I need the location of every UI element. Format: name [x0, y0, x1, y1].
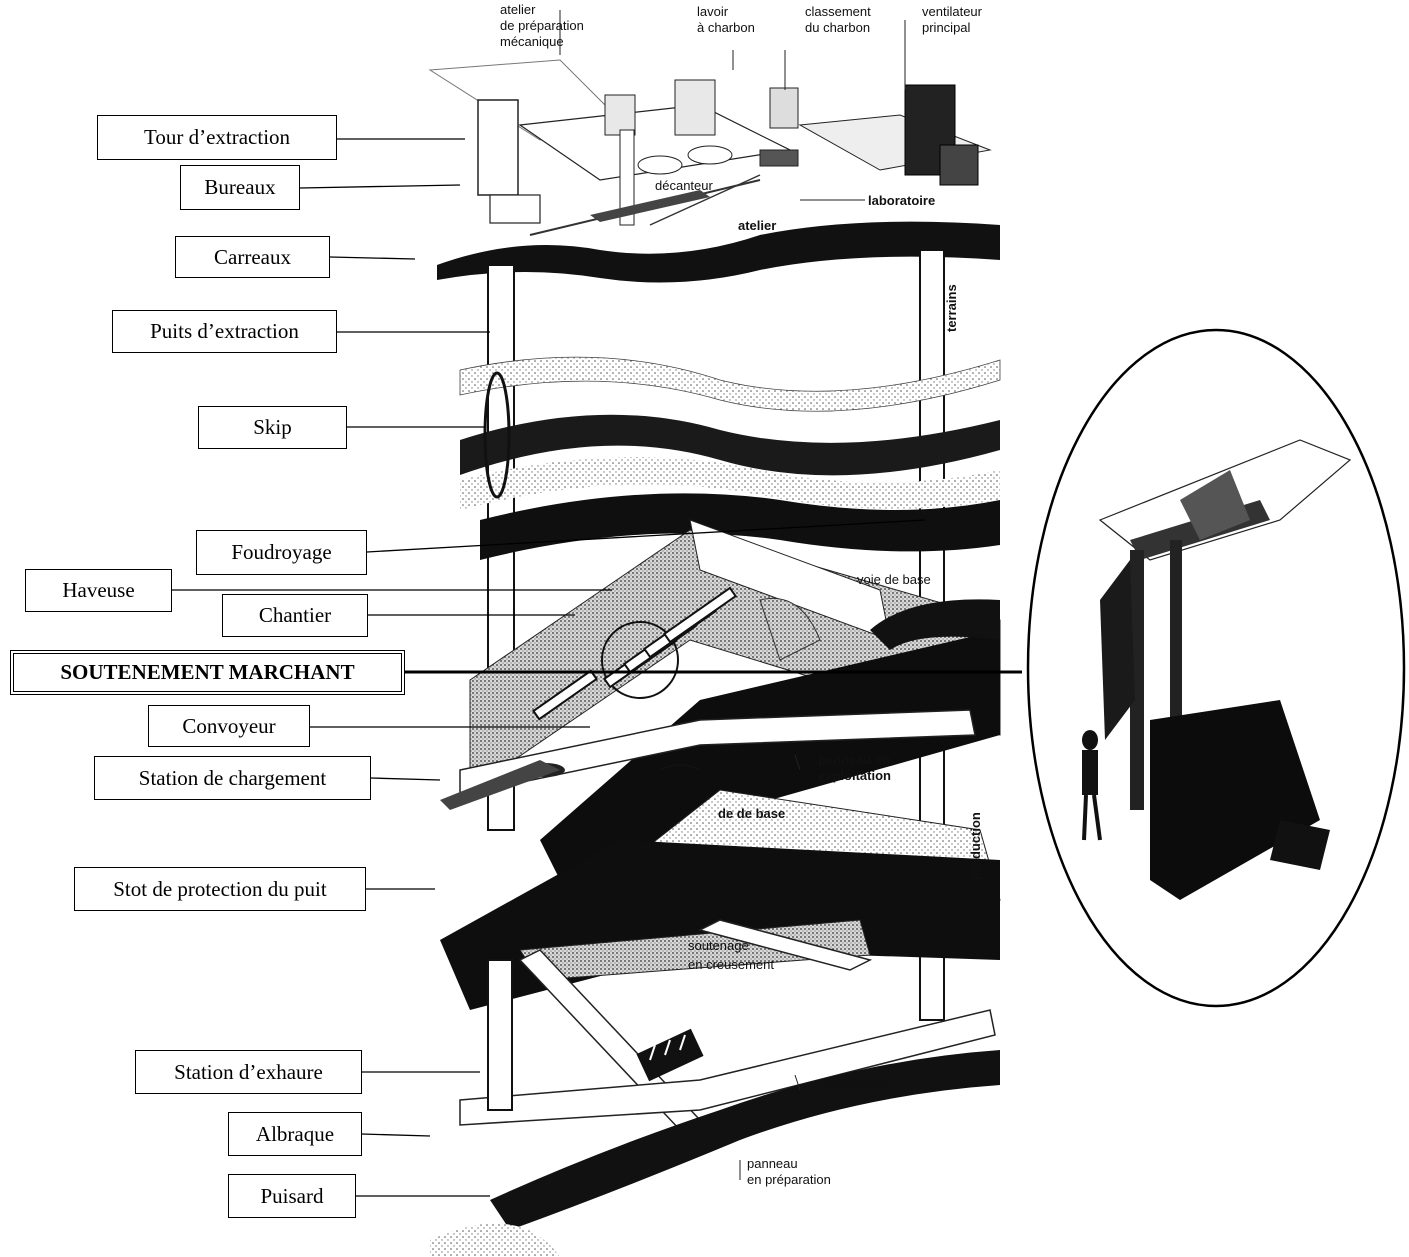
illus-de-base: de de base	[718, 806, 786, 821]
label-haveuse: Haveuse	[25, 569, 172, 612]
inset-longwall-support	[1026, 328, 1406, 1008]
illus-panneau-preparation-1: panneau	[747, 1156, 798, 1171]
illus-travers-banc: travers-banc	[817, 1076, 890, 1091]
illus-atelier-prep-2: de préparation	[500, 18, 584, 33]
coal-seam-upper	[460, 414, 1000, 476]
illus-classement-2: du charbon	[805, 20, 871, 35]
illus-soutenage-2: en creusement	[688, 957, 774, 972]
label-albraque: Albraque	[228, 1112, 362, 1156]
label-stot-protection: Stot de protection du puit	[74, 867, 366, 911]
illus-lavoir-2: à charbon	[697, 20, 755, 35]
label-carreaux: Carreaux	[175, 236, 330, 278]
illus-voie-de-base: voie de base	[857, 572, 931, 587]
label-station-chargement: Station de chargement	[94, 756, 371, 800]
label-convoyeur: Convoyeur	[148, 705, 310, 747]
label-soutenement-marchant: SOUTENEMENT MARCHANT	[10, 650, 405, 695]
label-station-exhaure: Station d’exhaure	[135, 1050, 362, 1094]
illus-decanteur: décanteur	[655, 178, 713, 193]
illus-atelier-prep-1: atelier	[500, 2, 536, 17]
label-bureaux: Bureaux	[180, 165, 300, 210]
illus-panneau-exploitation-1: panneau en	[818, 752, 891, 767]
illus-soutenage-1: soutenage	[688, 938, 749, 953]
illus-production: production	[968, 812, 983, 880]
illus-atelier: atelier	[738, 218, 777, 233]
illus-atelier-prep-3: mécanique	[500, 34, 564, 49]
label-chantier: Chantier	[222, 594, 368, 637]
label-foudroyage: Foudroyage	[196, 530, 367, 575]
label-puisard: Puisard	[228, 1174, 356, 1218]
illus-terrains: terrains	[944, 284, 959, 332]
label-tour-extraction: Tour d’extraction	[97, 115, 337, 160]
illus-ventilateur-1: ventilateur	[922, 4, 982, 19]
illus-panneau-preparation-2: en préparation	[747, 1172, 831, 1187]
illus-laboratoire: laboratoire	[868, 193, 936, 208]
illus-classement-1: classement	[805, 4, 871, 19]
label-puits-extraction: Puits d’extraction	[112, 310, 337, 353]
illus-panneau-exploitation-2: exploitation	[818, 768, 891, 783]
label-skip: Skip	[198, 406, 347, 449]
ground-surface	[437, 221, 1000, 283]
leader-lines	[172, 138, 926, 1197]
surface-facilities	[428, 59, 992, 236]
skip-cage	[483, 371, 511, 499]
illus-lavoir-1: lavoir	[697, 4, 729, 19]
illus-ventilateur-2: principal	[922, 20, 971, 35]
